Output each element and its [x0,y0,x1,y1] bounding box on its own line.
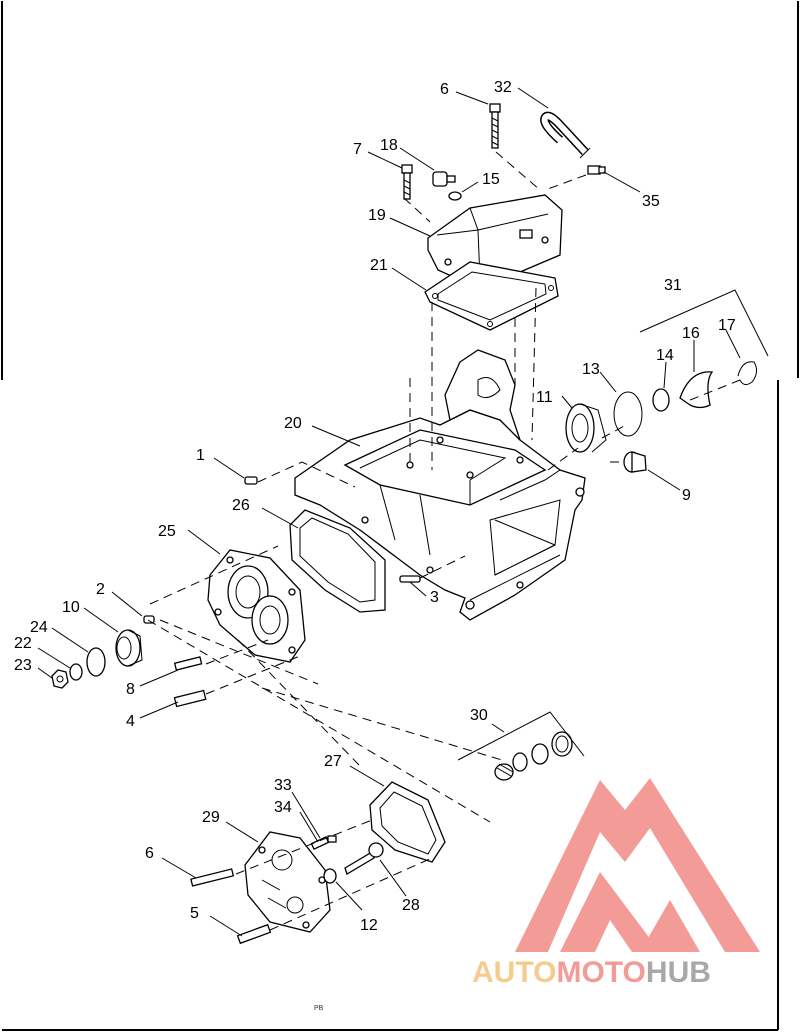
callout-13: 13 [582,361,600,378]
callout-10: 10 [62,599,80,616]
callout-20: 20 [284,415,302,432]
callout-23: 23 [14,657,32,674]
bushing-9 [623,451,647,473]
retaining-ring-13 [613,391,643,437]
callout-26: 26 [232,497,250,514]
bolt-5 [236,923,272,945]
callout-1: 1 [196,447,205,464]
top-cover-gasket-21 [424,261,559,331]
callout-19: 19 [368,207,386,224]
callout-17: 17 [718,317,736,334]
callout-4: 4 [126,713,135,730]
callout-21: 21 [370,257,388,274]
callout-12: 12 [360,917,378,934]
alignment-lines [147,151,741,931]
bearing-10 [115,629,143,667]
end-cover-25 [207,549,306,663]
callout-5: 5 [190,905,199,922]
gasket-26 [289,509,386,613]
washer-22 [69,663,83,681]
callout-14: 14 [656,347,674,364]
callout-25: 25 [158,523,176,540]
callout-16: 16 [682,325,700,342]
spring-17 [737,361,758,386]
callout-3: 3 [430,589,439,606]
transmission-housing-20 [294,349,586,621]
callout-18: 18 [380,137,398,154]
gasket-27 [369,781,446,863]
callout-6-top: 6 [440,81,449,98]
callout-31: 31 [664,277,682,294]
group-bracket-31 [639,289,769,357]
callout-8: 8 [126,681,135,698]
top-cover-19 [427,194,563,289]
fitting-33 [327,835,337,843]
callout-35: 35 [642,193,660,210]
o-ring-24 [86,647,106,677]
callout-6-bottom: 6 [145,845,154,862]
callout-2: 2 [96,581,105,598]
callout-22: 22 [14,635,32,652]
pin-3 [399,575,421,583]
shift-shaft-28 [344,842,384,875]
o-ring-12 [323,868,337,884]
callout-11: 11 [536,389,553,406]
callout-28: 28 [402,897,420,914]
footer-code: PB [314,1005,324,1012]
logo-triangle-outer [515,778,760,952]
leader-lines [37,87,741,937]
callout-30: 30 [470,707,488,724]
automotohub-logo: AUTOMOTOHUB [472,778,760,989]
plug-34 [310,836,330,850]
ring-14 [652,388,670,412]
logo-triangle-inner [560,872,660,952]
switch-18 [432,171,456,187]
dowel-2 [143,615,155,624]
callout-32: 32 [494,79,512,96]
callout-27: 27 [324,753,342,770]
bolt-6-bottom [190,868,235,887]
group-bracket-30 [457,711,585,761]
callout-15: 15 [482,171,500,188]
bearing-11 [565,403,607,453]
vent-hose-32 [540,111,591,159]
dowel-1 [244,476,258,485]
fitting-35 [587,165,606,175]
seal-16 [679,371,714,409]
o-ring-15 [448,191,462,201]
callout-29: 29 [202,809,220,826]
logo-text: AUTOMOTOHUB [472,956,711,989]
callout-33: 33 [274,777,292,794]
bearing-kit-30 [494,731,573,781]
side-cover-29 [244,831,331,933]
stud-4 [173,689,207,708]
nut-23 [51,669,69,689]
callout-7: 7 [353,141,362,158]
bolt-7 [401,164,413,200]
callout-labels: 6 32 7 18 15 35 19 21 31 16 17 14 13 11 … [14,79,736,934]
callout-24: 24 [30,619,48,636]
callout-9: 9 [682,487,691,504]
bolt-6-top [489,103,501,149]
stud-8 [173,656,203,671]
callout-34: 34 [274,799,292,816]
